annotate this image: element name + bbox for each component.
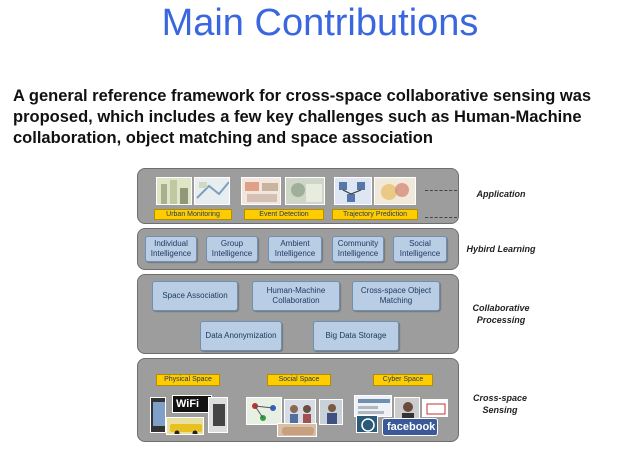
trajectory-network-image: [334, 177, 372, 205]
wifi-logo-text: WiFi: [176, 398, 200, 410]
tag-social-space: Social Space: [267, 374, 331, 386]
intro-paragraph: A general reference framework for cross-…: [13, 87, 592, 147]
label-cross-space-sensing: Cross-space Sensing: [472, 393, 528, 415]
collaborative-processing-layer: Space Association Human-Machine Collabor…: [137, 274, 459, 354]
human-machine-collaboration-box: Human-Machine Collaboration: [252, 281, 340, 311]
event-detection-image: [241, 177, 281, 205]
tag-event-detection: Event Detection: [244, 209, 324, 220]
data-anonymization-box: Data Anonymization: [200, 321, 282, 351]
label-collaborative-processing: Collaborative Processing: [472, 303, 530, 325]
tag-physical-space: Physical Space: [156, 374, 220, 386]
tag-urban-monitoring: Urban Monitoring: [154, 209, 232, 220]
space-association-box: Space Association: [152, 281, 238, 311]
map-image: [194, 177, 230, 205]
wordpress-logo-image: [356, 415, 378, 433]
label-application: Application: [476, 189, 526, 199]
application-dash-2: [425, 217, 457, 218]
community-intelligence-box: Community Intelligence: [332, 236, 384, 262]
hands-image: [277, 423, 317, 437]
facebook-logo-text: facebook: [387, 421, 436, 433]
social-intelligence-box: Social Intelligence: [393, 236, 447, 262]
wifi-sign-image: WiFi: [172, 395, 212, 413]
slide-title: Main Contributions: [161, 2, 479, 44]
crowd-image: [319, 399, 343, 425]
taxi-image: [166, 417, 204, 435]
application-layer: Urban Monitoring Event Detection Traject…: [137, 168, 459, 224]
camera-image: [208, 397, 228, 433]
label-hybrid-learning: Hybird Learning: [466, 244, 536, 254]
tag-cyber-space: Cyber Space: [373, 374, 433, 386]
individual-intelligence-box: Individual Intelligence: [145, 236, 197, 262]
phone-image: [150, 397, 166, 433]
urban-monitoring-image: [156, 177, 192, 205]
hybrid-learning-layer: Individual Intelligence Group Intelligen…: [137, 228, 459, 270]
big-data-storage-box: Big Data Storage: [313, 321, 399, 351]
people-group-image: [284, 399, 316, 427]
social-network-image: [246, 397, 282, 425]
web-logo-image: [422, 399, 448, 417]
application-dash-1: [425, 190, 457, 191]
cross-space-object-matching-box: Cross-space Object Matching: [352, 281, 440, 311]
trajectory-heatmap-image: [374, 177, 416, 205]
event-photo-image: [285, 177, 325, 205]
ambient-intelligence-box: Ambient Intelligence: [268, 236, 322, 262]
tag-trajectory-prediction: Trajectory Prediction: [332, 209, 418, 220]
cross-space-sensing-layer: Physical Space Social Space Cyber Space …: [137, 358, 459, 442]
group-intelligence-box: Group Intelligence: [206, 236, 258, 262]
facebook-logo: facebook: [382, 418, 438, 436]
cyber-screenshot-image: [354, 395, 392, 417]
